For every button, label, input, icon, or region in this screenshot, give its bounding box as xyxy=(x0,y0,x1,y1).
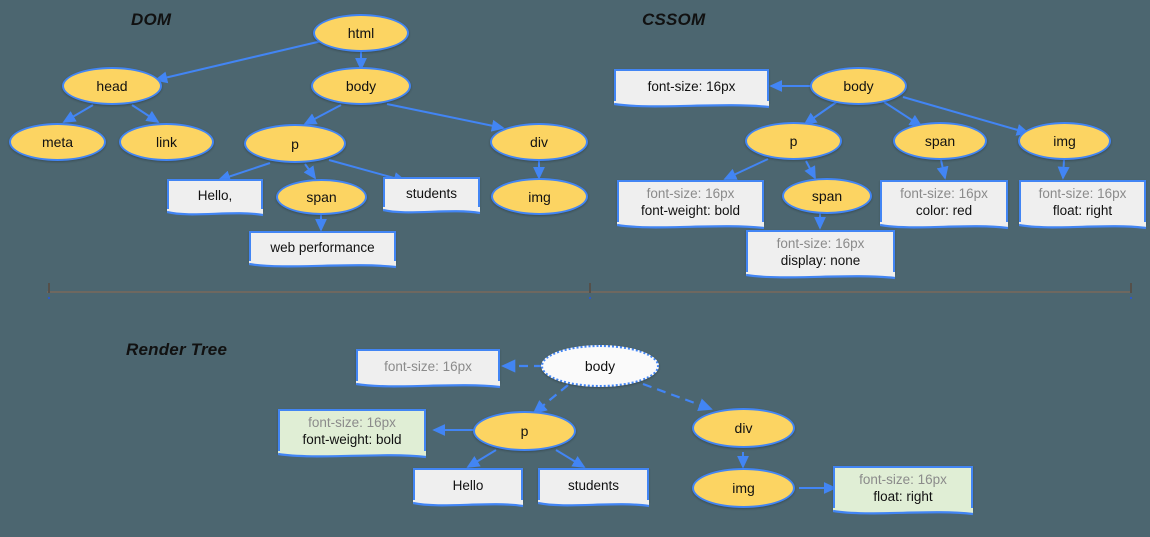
dom-node-p[interactable]: p xyxy=(244,124,346,163)
note-wave xyxy=(833,508,973,516)
cssom-rule-span[interactable]: font-size: 16px color: red xyxy=(880,180,1008,230)
cssom-node-span-inner[interactable]: span xyxy=(782,178,872,214)
render-rule-img[interactable]: font-size: 16px float: right xyxy=(833,466,973,516)
cssom-rule-img-inherited: font-size: 16px xyxy=(1038,186,1127,202)
note-wave xyxy=(617,222,764,230)
cssom-rule-span-inherited: font-size: 16px xyxy=(900,186,988,202)
section-title-cssom: CSSOM xyxy=(642,10,706,29)
dom-node-link[interactable]: link xyxy=(119,123,214,161)
divider-tick-center xyxy=(589,283,591,293)
dom-text-node-hello-label: Hello, xyxy=(197,187,233,203)
dom-text-node-web-performance[interactable]: web performance xyxy=(249,231,396,269)
render-text-node-students[interactable]: students xyxy=(538,468,649,508)
cssom-rule-p-inherited: font-size: 16px xyxy=(646,186,735,202)
section-title-render-tree: Render Tree xyxy=(126,340,228,359)
dom-node-span[interactable]: span xyxy=(276,179,367,215)
dom-node-meta[interactable]: meta xyxy=(9,123,106,161)
dom-text-node-hello[interactable]: Hello, xyxy=(167,179,263,217)
note-wave xyxy=(383,207,480,215)
note-wave xyxy=(249,261,396,269)
note-wave xyxy=(1019,222,1146,230)
cssom-rule-span-inner[interactable]: font-size: 16px display: none xyxy=(746,230,895,280)
cssom-node-span[interactable]: span xyxy=(893,122,987,160)
render-text-node-hello[interactable]: Hello xyxy=(413,468,523,508)
divider-dot-right xyxy=(1130,297,1132,299)
cssom-rule-p[interactable]: font-size: 16px font-weight: bold xyxy=(617,180,764,230)
dom-node-div[interactable]: div xyxy=(490,123,588,161)
dom-node-img[interactable]: img xyxy=(491,178,588,215)
render-text-node-hello-label: Hello xyxy=(452,477,484,493)
cssom-rule-span-own: color: red xyxy=(915,203,973,218)
cssom-rule-body[interactable]: font-size: 16px xyxy=(614,69,769,109)
render-node-p[interactable]: p xyxy=(473,411,576,451)
cssom-rule-span-inner-inherited: font-size: 16px xyxy=(776,236,865,252)
render-rule-p-own: font-weight: bold xyxy=(302,432,402,447)
render-rule-p[interactable]: font-size: 16px font-weight: bold xyxy=(278,409,426,459)
cssom-rule-body-own: font-size: 16px xyxy=(647,78,736,94)
render-node-div[interactable]: div xyxy=(692,408,795,448)
divider-tick-left xyxy=(48,283,50,293)
note-wave xyxy=(167,209,263,217)
cssom-rule-img[interactable]: font-size: 16px float: right xyxy=(1019,180,1146,230)
dom-node-head[interactable]: head xyxy=(62,67,162,105)
note-wave xyxy=(614,101,769,109)
dom-node-body[interactable]: body xyxy=(311,67,411,105)
render-rule-body[interactable]: font-size: 16px xyxy=(356,349,500,389)
divider-tick-right xyxy=(1130,283,1132,293)
render-node-body[interactable]: body xyxy=(541,345,659,387)
render-rule-body-inherited: font-size: 16px xyxy=(384,358,472,374)
dom-text-node-students-label: students xyxy=(405,185,458,201)
note-wave xyxy=(278,451,426,459)
render-text-node-students-label: students xyxy=(567,477,620,493)
cssom-rule-p-own: font-weight: bold xyxy=(640,203,741,218)
section-title-dom: DOM xyxy=(131,10,172,29)
cssom-node-img[interactable]: img xyxy=(1018,122,1111,160)
render-node-img[interactable]: img xyxy=(692,468,795,508)
dom-text-node-students[interactable]: students xyxy=(383,177,480,215)
note-wave xyxy=(880,222,1008,230)
render-rule-img-inherited: font-size: 16px xyxy=(859,472,947,488)
dom-text-node-web-performance-label: web performance xyxy=(270,239,375,255)
cssom-rule-img-own: float: right xyxy=(1052,203,1113,218)
cssom-node-p[interactable]: p xyxy=(745,122,842,160)
render-rule-p-inherited: font-size: 16px xyxy=(308,415,396,431)
dom-node-html[interactable]: html xyxy=(313,14,409,52)
note-wave xyxy=(538,500,649,508)
note-wave xyxy=(356,381,500,389)
note-wave xyxy=(746,272,895,280)
cssom-node-body[interactable]: body xyxy=(810,67,907,105)
divider-dot-left xyxy=(48,297,50,299)
cssom-rule-span-inner-own: display: none xyxy=(780,253,861,268)
divider-dot-center xyxy=(589,297,591,299)
render-rule-img-own: float: right xyxy=(873,489,933,504)
note-wave xyxy=(413,500,523,508)
